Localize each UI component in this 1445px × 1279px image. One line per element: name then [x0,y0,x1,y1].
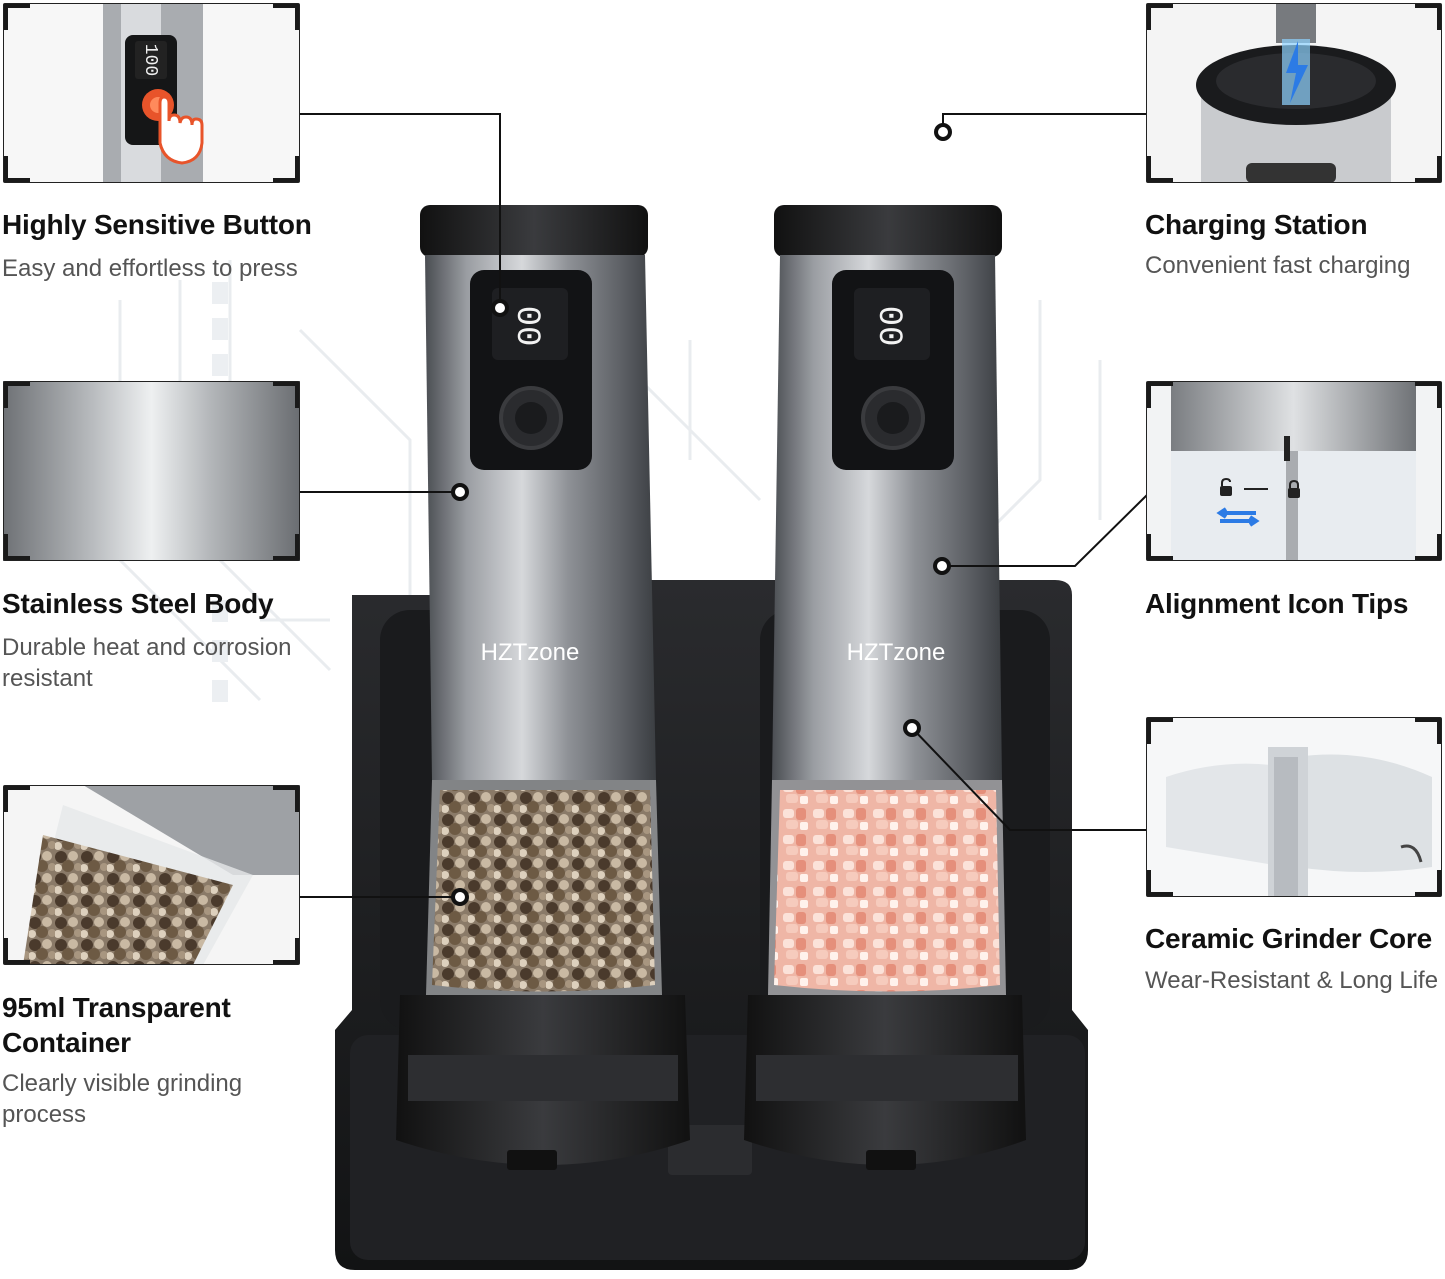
alignment-detail-frame [1146,381,1442,561]
charging-detail-frame [1146,3,1442,183]
ceramic-feature-desc: Wear-Resistant & Long Life [1145,967,1439,994]
button-feature-title: Highly Sensitive Button [2,209,312,240]
svg-text:00: 00 [869,306,907,347]
svg-text:HZTzone: HZTzone [847,639,946,666]
ceramic-feature-title: Ceramic Grinder Core [1145,923,1432,954]
touch-finger-icon [142,89,204,165]
ceramic-detail-frame [1146,717,1442,897]
pepper-grinder: 00 HZTzone [396,205,690,1170]
lock-icon [1288,479,1300,498]
charging-feature-title: Charging Station [1145,209,1368,240]
charging-bolt-icon [1282,39,1310,105]
container-detail-frame [3,785,300,965]
steel-body-detail-frame [3,381,300,561]
svg-text:00: 00 [507,306,545,347]
unlock-icon [1220,477,1232,496]
button-detail-frame: 100 [3,3,300,183]
steel-feature-title: Stainless Steel Body [2,588,274,619]
svg-text:100: 100 [140,44,160,76]
steel-feature-desc: Durable heat and corrosion resistant [2,634,292,692]
alignment-feature-title: Alignment Icon Tips [1145,588,1409,619]
button-feature-desc: Easy and effortless to press [2,255,298,282]
salt-grinder: 00 HZTzone [744,205,1026,1170]
container-feature-title: 95ml Transparent Container [2,992,231,1058]
svg-text:HZTzone: HZTzone [481,639,580,666]
container-feature-desc: Clearly visible grinding process [2,1070,243,1128]
charging-feature-desc: Convenient fast charging [1145,252,1411,279]
